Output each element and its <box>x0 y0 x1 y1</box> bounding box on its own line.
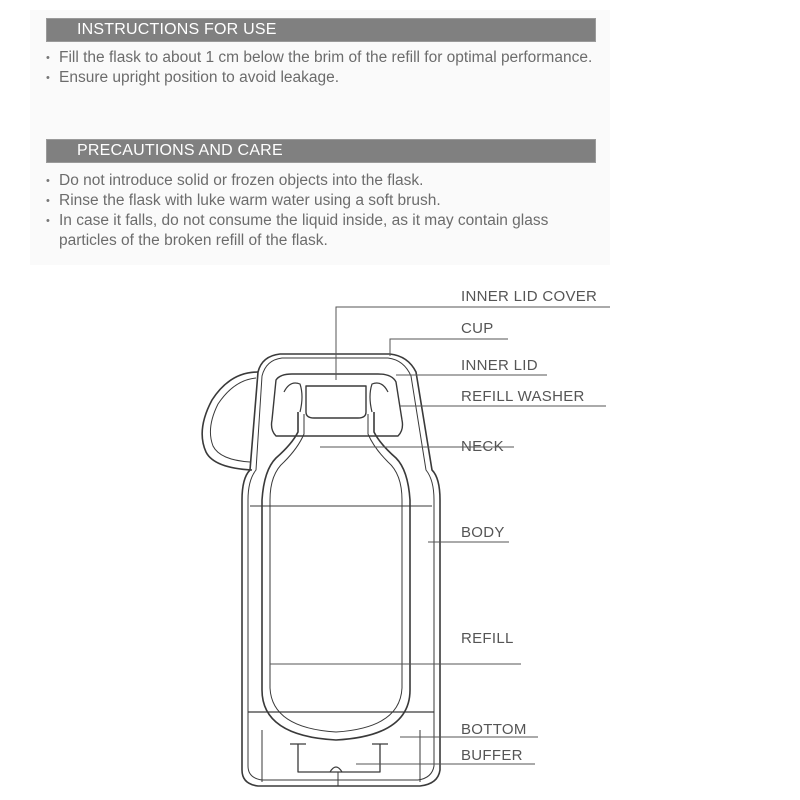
label-bottom: BOTTOM <box>461 721 527 738</box>
label-cup: CUP <box>461 320 494 337</box>
label-refill-washer: REFILL WASHER <box>461 388 585 405</box>
flask-cross-section-diagram <box>201 306 610 787</box>
leader-inner-lid-cover <box>335 306 610 380</box>
instruction-item: Ensure upright position to avoid leakage… <box>46 68 606 88</box>
instructions-header: INSTRUCTIONS FOR USE <box>46 18 596 42</box>
instructions-title: INSTRUCTIONS FOR USE <box>77 21 277 38</box>
label-neck: NECK <box>461 438 504 455</box>
label-buffer: BUFFER <box>461 747 523 764</box>
leader-cup <box>389 338 508 356</box>
precaution-item: Rinse the flask with luke warm water usi… <box>46 191 606 211</box>
precautions-list: Do not introduce solid or frozen objects… <box>46 171 606 251</box>
instruction-item: Fill the flask to about 1 cm below the b… <box>46 48 606 68</box>
precautions-title: PRECAUTIONS AND CARE <box>77 142 283 159</box>
precautions-header: PRECAUTIONS AND CARE <box>46 139 596 163</box>
label-refill: REFILL <box>461 630 514 647</box>
precaution-item: Do not introduce solid or frozen objects… <box>46 171 606 191</box>
label-inner-lid: INNER LID <box>461 357 538 374</box>
label-body: BODY <box>461 524 505 541</box>
precaution-item: In case it falls, do not consume the liq… <box>46 211 559 251</box>
label-inner-lid-cover: INNER LID COVER <box>461 288 598 305</box>
instructions-list: Fill the flask to about 1 cm below the b… <box>46 48 606 88</box>
